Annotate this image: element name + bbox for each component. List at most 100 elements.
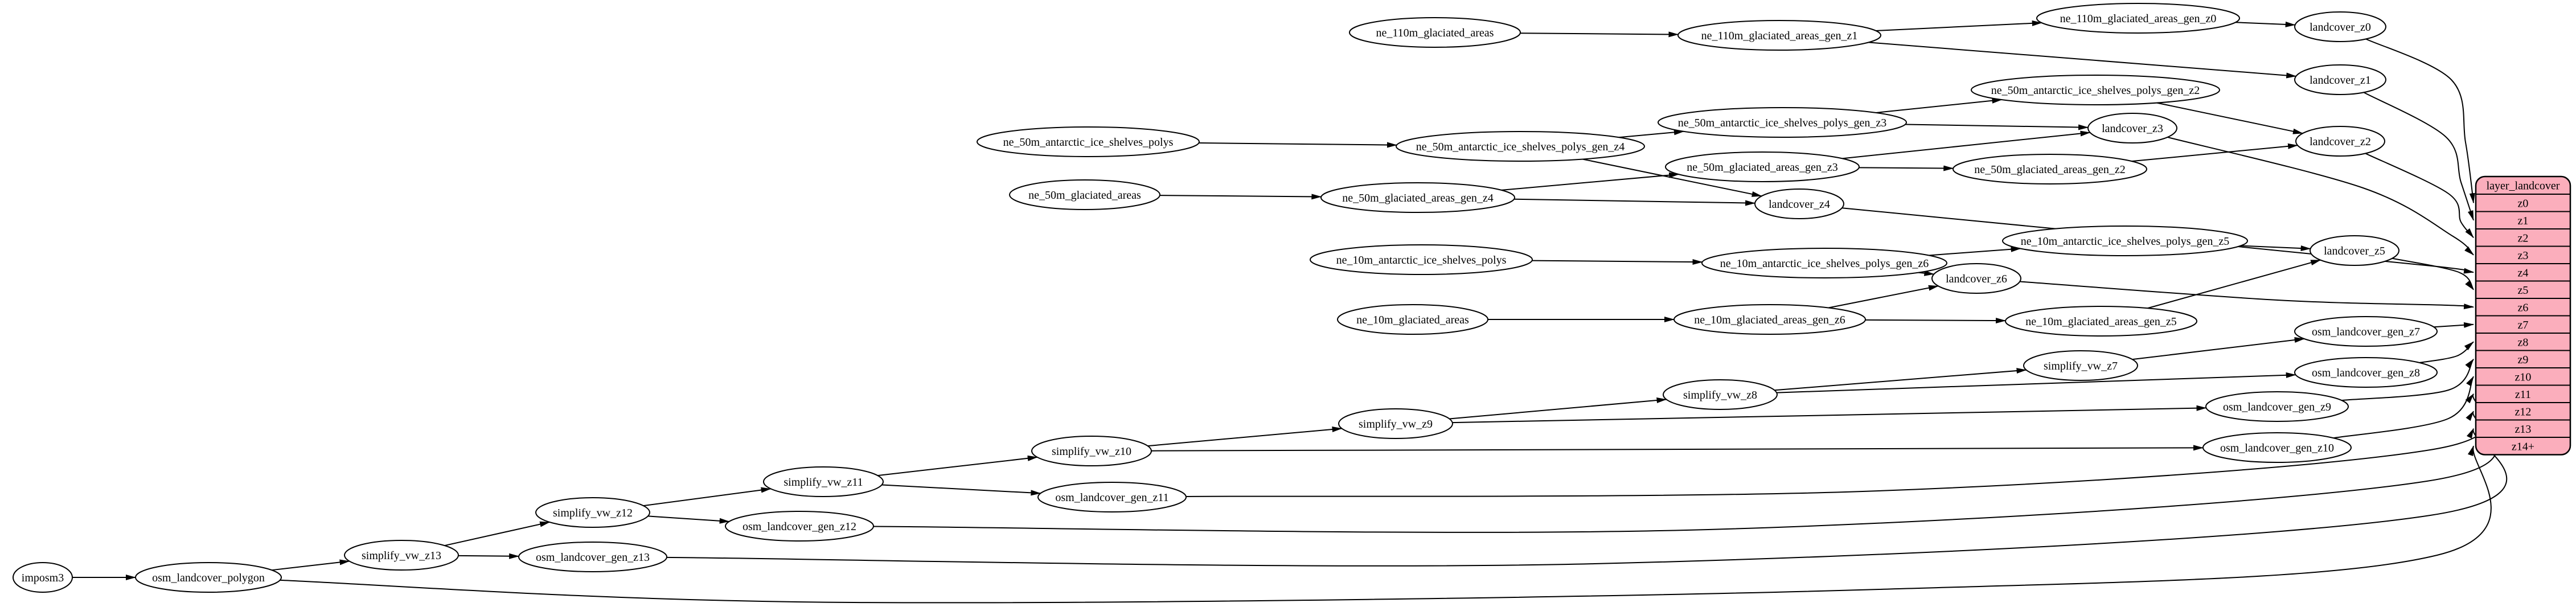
node-ellipse-ne-10m-glaciated-areas	[1337, 304, 1488, 335]
node-ellipse-landcover-z5	[2310, 235, 2399, 266]
node-ellipse-simplify-vw-z12	[535, 497, 650, 528]
node-label-ne-10m-glaciated-areas-gen-z5: ne_10m_glaciated_areas_gen_z5	[2025, 315, 2176, 328]
node-simplify-vw-z7: simplify_vw_z7	[2023, 350, 2138, 381]
edge-ne-50m-antarctic-ice-shelves-polys-to-ne-50m-antarctic-ice-shelves-polys-gen-z4	[1199, 142, 1397, 148]
edge-ne-10m-antarctic-ice-shelves-polys-gen-z6-to-landcover-z6	[1918, 270, 1935, 276]
table-title: layer_landcover	[2487, 180, 2560, 192]
node-osm-landcover-gen-z13: osm_landcover_gen_z13	[518, 542, 667, 572]
node-label-ne-50m-glaciated-areas-gen-z2: ne_50m_glaciated_areas_gen_z2	[1974, 163, 2125, 176]
node-label-landcover-z4: landcover_z4	[1769, 198, 1830, 211]
node-label-simplify-vw-z9: simplify_vw_z9	[1359, 418, 1433, 430]
edge-landcover-z0-to-table-z0	[2365, 38, 2475, 204]
node-label-osm-landcover-gen-z13: osm_landcover_gen_z13	[536, 551, 650, 564]
node-simplify-vw-z11: simplify_vw_z11	[763, 466, 884, 497]
node-ellipse-osm-landcover-polygon	[135, 562, 282, 593]
node-ellipse-simplify-vw-z8	[1663, 379, 1778, 410]
edge-simplify-vw-z11-to-simplify-vw-z10	[877, 455, 1038, 477]
node-label-simplify-vw-z13: simplify_vw_z13	[362, 550, 441, 562]
node-landcover-z6: landcover_z6	[1931, 263, 2021, 294]
node-ellipse-ne-10m-antarctic-ice-shelves-polys-gen-z5	[2002, 225, 2248, 256]
edge-simplify-vw-z8-to-simplify-vw-z7	[1774, 368, 2027, 391]
node-ellipse-ne-50m-glaciated-areas-gen-z2	[1952, 154, 2147, 184]
node-imposm3: imposm3	[13, 562, 73, 593]
edge-ne-10m-antarctic-ice-shelves-polys-gen-z6-to-ne-10m-antarctic-ice-shelves-polys-gen-z5	[1929, 246, 2021, 256]
node-ellipse-simplify-vw-z7	[2023, 350, 2138, 381]
node-simplify-vw-z13: simplify_vw_z13	[344, 540, 459, 571]
edge-landcover-z2-to-table-z2	[2365, 153, 2474, 239]
node-ellipse-simplify-vw-z9	[1338, 408, 1453, 439]
edges	[72, 20, 2508, 604]
edge-simplify-vw-z10-to-osm-landcover-gen-z10	[1151, 445, 2204, 452]
node-label-ne-50m-antarctic-ice-shelves-polys-gen-z3: ne_50m_antarctic_ice_shelves_polys_gen_z…	[1678, 117, 1887, 129]
node-ne-50m-glaciated-areas-gen-z4: ne_50m_glaciated_areas_gen_z4	[1320, 182, 1515, 213]
edge-ne-50m-antarctic-ice-shelves-polys-gen-z3-to-ne-50m-antarctic-ice-shelves-polys-gen-z2	[1876, 97, 2003, 113]
edge-ne-110m-glaciated-areas-gen-z0-to-landcover-z0	[2235, 21, 2296, 27]
table-row-z14-: z14+	[2512, 440, 2534, 453]
node-ellipse-osm-landcover-gen-z9	[2205, 391, 2349, 422]
edge-simplify-vw-z9-to-simplify-vw-z8	[1449, 397, 1667, 420]
edge-landcover-z3-to-table-z3	[2167, 136, 2474, 256]
node-label-ne-110m-glaciated-areas-gen-z1: ne_110m_glaciated_areas_gen_z1	[1701, 30, 1858, 42]
table-row-z10: z10	[2515, 371, 2532, 383]
node-label-landcover-z3: landcover_z3	[2102, 122, 2163, 135]
node-ne-50m-antarctic-ice-shelves-polys: ne_50m_antarctic_ice_shelves_polys	[977, 126, 1200, 157]
table-row-z8: z8	[2518, 336, 2529, 348]
node-landcover-z0: landcover_z0	[2294, 11, 2386, 42]
node-landcover-z2: landcover_z2	[2295, 126, 2385, 157]
node-label-ne-50m-antarctic-ice-shelves-polys-gen-z4: ne_50m_antarctic_ice_shelves_polys_gen_z…	[1416, 141, 1625, 153]
node-label-simplify-vw-z10: simplify_vw_z10	[1052, 445, 1131, 458]
edge-ne-10m-antarctic-ice-shelves-polys-to-ne-10m-antarctic-ice-shelves-polys-gen-z6	[1532, 259, 1703, 265]
node-ellipse-ne-50m-glaciated-areas-gen-z3	[1665, 151, 1860, 182]
node-ellipse-landcover-z0	[2294, 11, 2386, 42]
node-ellipse-osm-landcover-gen-z10	[2202, 432, 2352, 463]
node-ellipse-landcover-z4	[1754, 188, 1844, 219]
node-osm-landcover-gen-z12: osm_landcover_gen_z12	[725, 511, 874, 542]
edge-simplify-vw-z12-to-osm-landcover-gen-z12	[647, 515, 730, 524]
node-osm-landcover-gen-z10: osm_landcover_gen_z10	[2202, 432, 2352, 463]
node-ellipse-ne-110m-glaciated-areas	[1349, 17, 1521, 48]
node-label-landcover-z6: landcover_z6	[1946, 273, 2007, 285]
node-label-simplify-vw-z12: simplify_vw_z12	[553, 507, 633, 519]
node-label-ne-10m-antarctic-ice-shelves-polys: ne_10m_antarctic_ice_shelves_polys	[1336, 254, 1507, 266]
node-ellipse-simplify-vw-z13	[344, 540, 459, 571]
node-label-ne-10m-glaciated-areas-gen-z6: ne_10m_glaciated_areas_gen_z6	[1694, 314, 1845, 326]
node-label-ne-10m-antarctic-ice-shelves-polys-gen-z5: ne_10m_antarctic_ice_shelves_polys_gen_z…	[2021, 235, 2230, 248]
node-ellipse-imposm3	[13, 562, 73, 593]
edge-ne-10m-glaciated-areas-gen-z5-to-landcover-z5	[2147, 259, 2321, 309]
node-osm-landcover-gen-z7: osm_landcover_gen_z7	[2294, 316, 2438, 347]
edge-osm-landcover-gen-z10-to-table-z10	[2333, 376, 2474, 439]
edge-simplify-vw-z9-to-osm-landcover-gen-z9	[1452, 405, 2207, 424]
edge-simplify-vw-z10-to-simplify-vw-z9	[1147, 427, 1343, 447]
edge-ne-50m-antarctic-ice-shelves-polys-gen-z3-to-landcover-z3	[1905, 124, 2089, 130]
node-ellipse-landcover-z3	[2087, 113, 2177, 143]
edge-osm-landcover-gen-z8-to-table-z8	[2419, 341, 2474, 363]
node-label-ne-110m-glaciated-areas: ne_110m_glaciated_areas	[1376, 27, 1494, 39]
edge-ne-50m-glaciated-areas-gen-z4-to-landcover-z4	[1514, 198, 1756, 206]
node-ellipse-landcover-z2	[2295, 126, 2385, 157]
node-ne-50m-antarctic-ice-shelves-polys-gen-z3: ne_50m_antarctic_ice_shelves_polys_gen_z…	[1658, 107, 1907, 138]
table-row-z3: z3	[2518, 249, 2529, 262]
edge-simplify-vw-z8-to-osm-landcover-gen-z8	[1777, 372, 2296, 393]
node-osm-landcover-gen-z11: osm_landcover_gen_z11	[1037, 482, 1187, 512]
node-simplify-vw-z12: simplify_vw_z12	[535, 497, 650, 528]
node-label-osm-landcover-gen-z9: osm_landcover_gen_z9	[2223, 401, 2331, 413]
node-label-landcover-z2: landcover_z2	[2310, 136, 2371, 148]
edge-landcover-z6-to-table-z6	[2020, 281, 2474, 310]
node-ne-10m-antarctic-ice-shelves-polys-gen-z6: ne_10m_antarctic_ice_shelves_polys_gen_z…	[1701, 248, 1947, 278]
edge-ne-110m-glaciated-areas-to-ne-110m-glaciated-areas-gen-z1	[1520, 31, 1679, 38]
table-row-z1: z1	[2518, 215, 2529, 227]
edge-ne-10m-antarctic-ice-shelves-polys-gen-z5-to-landcover-z5	[2240, 245, 2311, 252]
node-landcover-z4: landcover_z4	[1754, 188, 1844, 219]
node-ellipse-ne-10m-antarctic-ice-shelves-polys	[1310, 244, 1533, 275]
node-ellipse-landcover-z1	[2294, 64, 2386, 95]
node-ne-110m-glaciated-areas-gen-z0: ne_110m_glaciated_areas_gen_z0	[2036, 3, 2240, 34]
edge-osm-landcover-gen-z13-to-table-z13	[666, 428, 2508, 567]
edge-osm-landcover-polygon-to-table-z14-	[280, 445, 2492, 604]
node-ellipse-osm-landcover-gen-z11	[1037, 482, 1187, 512]
node-ellipse-ne-10m-glaciated-areas-gen-z6	[1673, 304, 1866, 335]
node-ne-10m-glaciated-areas: ne_10m_glaciated_areas	[1337, 304, 1488, 335]
layer-landcover-table: layer_landcoverz0z1z2z3z4z5z6z7z8z9z10z1…	[2475, 175, 2571, 456]
table-row-z13: z13	[2515, 423, 2532, 436]
node-ne-10m-glaciated-areas-gen-z6: ne_10m_glaciated_areas_gen_z6	[1673, 304, 1866, 335]
